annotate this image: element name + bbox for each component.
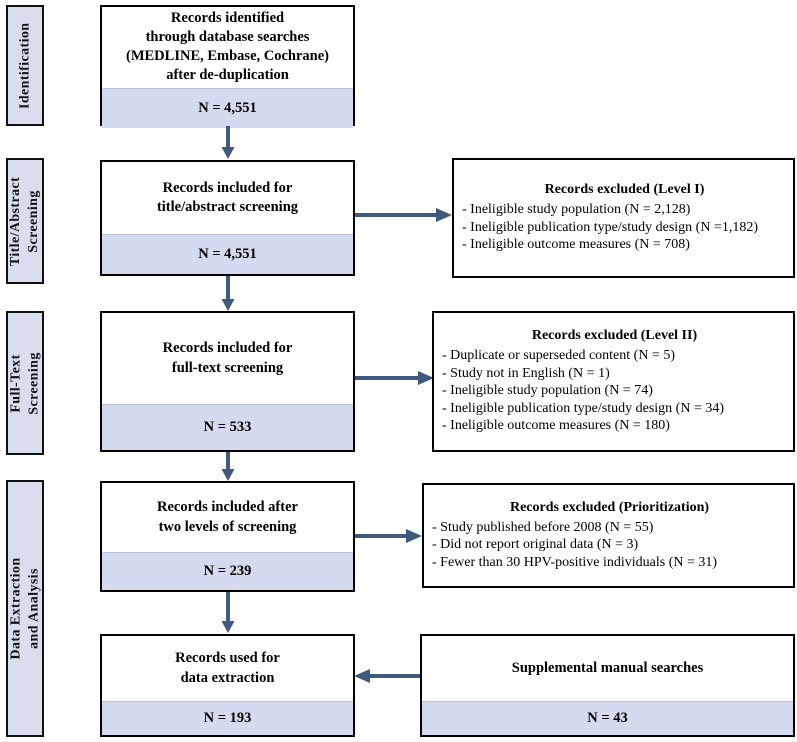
stage-box-title-abstract-screening: Title/Abstract Screening [6, 158, 44, 284]
exclusion-item: - Ineligible publication type/study desi… [442, 400, 725, 416]
exclusion-item: - Did not report original data (N = 3) [432, 537, 639, 553]
exclusion-box-prioritization-title: Records excluded (Prioritization) [509, 499, 710, 515]
arrow-full-text-to-excluded-level-2 [355, 368, 435, 388]
flow-box-records-identified-text: Records identified through database sear… [126, 10, 329, 84]
exclusion-box-prioritization: Records excluded (Prioritization) - Stud… [422, 483, 795, 588]
flow-box-records-data-extraction-count: N = 193 [102, 701, 353, 735]
flow-box-records-after-two-levels-count: N = 239 [102, 552, 353, 590]
exclusion-box-level-2-title: Records excluded (Level II) [531, 327, 698, 343]
exclusion-item: - Fewer than 30 HPV-positive individuals… [432, 554, 718, 570]
exclusion-box-level-1: Records excluded (Level I) - Ineligible … [452, 158, 795, 278]
arrow-title-abstract-to-excluded-level-1 [355, 205, 453, 225]
stage-label-full-text-screening: Full-Text Screening [8, 351, 42, 415]
flow-box-records-title-abstract-count: N = 4,551 [102, 234, 353, 274]
arrow-title-abstract-to-full-text [218, 276, 238, 312]
stage-label-title-abstract-screening: Title/Abstract Screening [8, 176, 42, 266]
exclusion-item: - Ineligible publication type/study desi… [462, 219, 759, 235]
exclusion-item: - Study published before 2008 (N = 55) [432, 519, 654, 535]
flow-box-records-full-text-text: Records included for full-text screening [162, 340, 293, 376]
exclusion-item: - Ineligible outcome measures (N = 180) [442, 418, 670, 434]
flow-box-supplemental-manual-searches-count: N = 43 [422, 701, 793, 735]
exclusion-item: - Duplicate or superseded content (N = 5… [442, 347, 675, 363]
exclusion-box-level-1-list: - Ineligible study population (N = 2,128… [462, 201, 787, 254]
arrow-two-levels-to-data-extraction [218, 592, 238, 634]
flow-box-records-title-abstract-text: Records included for title/abstract scre… [156, 179, 299, 215]
exclusion-box-level-1-title: Records excluded (Level I) [544, 182, 705, 198]
flow-box-records-full-text: Records included for full-text screening… [100, 311, 355, 452]
flow-box-records-title-abstract: Records included for title/abstract scre… [100, 160, 355, 276]
stage-label-identification: Identification [17, 22, 33, 109]
stage-label-data-extraction-analysis: Data Extraction and Analysis [8, 557, 42, 660]
exclusion-box-level-2: Records excluded (Level II) - Duplicate … [432, 311, 795, 452]
exclusion-item: - Ineligible study population (N = 74) [442, 383, 653, 399]
flow-box-supplemental-manual-searches-text: Supplemental manual searches [511, 659, 704, 676]
flow-box-records-after-two-levels-text: Records included after two levels of scr… [157, 499, 298, 535]
stage-box-full-text-screening: Full-Text Screening [6, 311, 44, 455]
exclusion-box-prioritization-list: - Study published before 2008 (N = 55) -… [432, 519, 787, 572]
arrow-two-levels-to-excluded-prioritization [355, 526, 423, 546]
arrow-full-text-to-two-levels [218, 452, 238, 482]
flow-box-records-data-extraction-text: Records used for data extraction [175, 650, 280, 686]
exclusion-box-level-2-list: - Duplicate or superseded content (N = 5… [442, 347, 787, 435]
exclusion-item: - Study not in English (N = 1) [442, 365, 610, 381]
exclusion-item: - Ineligible study population (N = 2,128… [462, 202, 691, 218]
flow-box-supplemental-manual-searches: Supplemental manual searches N = 43 [420, 634, 795, 737]
flow-box-records-data-extraction: Records used for data extraction N = 193 [100, 634, 355, 737]
stage-box-data-extraction-analysis: Data Extraction and Analysis [6, 480, 44, 737]
arrow-identified-to-title-abstract [218, 126, 238, 160]
stage-box-identification: Identification [6, 5, 44, 126]
exclusion-item: - Ineligible outcome measures (N = 708) [462, 237, 690, 253]
flow-box-records-after-two-levels: Records included after two levels of scr… [100, 481, 355, 592]
flow-box-records-full-text-count: N = 533 [102, 404, 353, 450]
flow-box-records-identified-count: N = 4,551 [102, 87, 353, 128]
arrow-supplemental-to-data-extraction [354, 666, 422, 686]
flow-box-records-identified: Records identified through database sear… [100, 5, 355, 128]
